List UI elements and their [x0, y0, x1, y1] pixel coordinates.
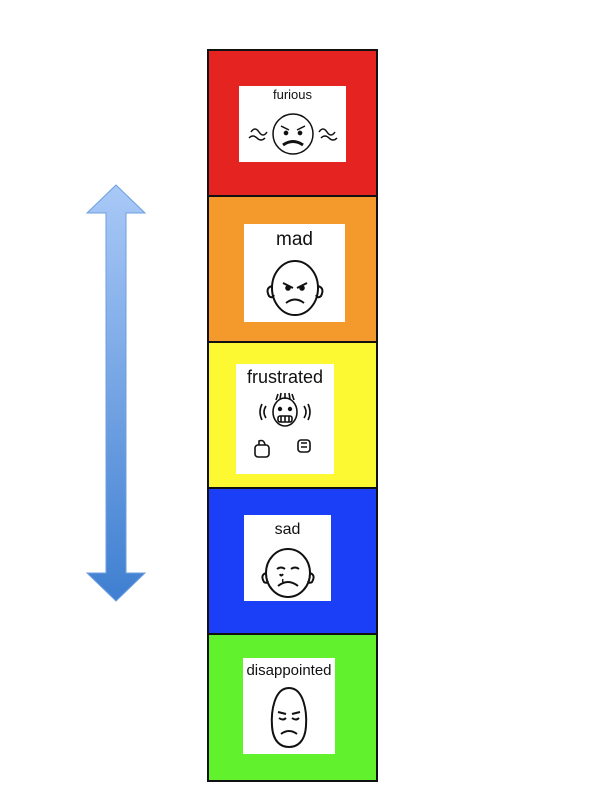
level-frustrated: frustrated: [209, 343, 376, 489]
emotion-label: sad: [274, 521, 301, 538]
emotion-label: frustrated: [246, 367, 324, 387]
furious-face-icon: [247, 113, 338, 155]
emotion-card-disappointed: disappointed: [243, 658, 335, 754]
disappointed-face-icon: [270, 686, 308, 749]
level-sad: sad: [209, 489, 376, 635]
emotion-scale-column: furious mad: [207, 49, 378, 782]
level-disappointed: disappointed: [209, 635, 376, 780]
mad-face-icon: [266, 260, 323, 316]
emotion-card-mad: mad: [244, 224, 345, 322]
frustrated-face-icon: [254, 392, 311, 458]
emotion-label: mad: [276, 229, 313, 250]
emotion-label: disappointed: [246, 662, 332, 679]
sad-face-icon: [260, 548, 315, 598]
level-mad: mad: [209, 197, 376, 343]
emotion-label: furious: [272, 87, 313, 102]
emotion-card-frustrated: frustrated: [236, 364, 334, 474]
double-arrow-icon: [85, 184, 147, 602]
emotion-card-sad: sad: [244, 515, 331, 601]
level-furious: furious: [209, 51, 376, 197]
emotion-card-furious: furious: [239, 86, 346, 162]
